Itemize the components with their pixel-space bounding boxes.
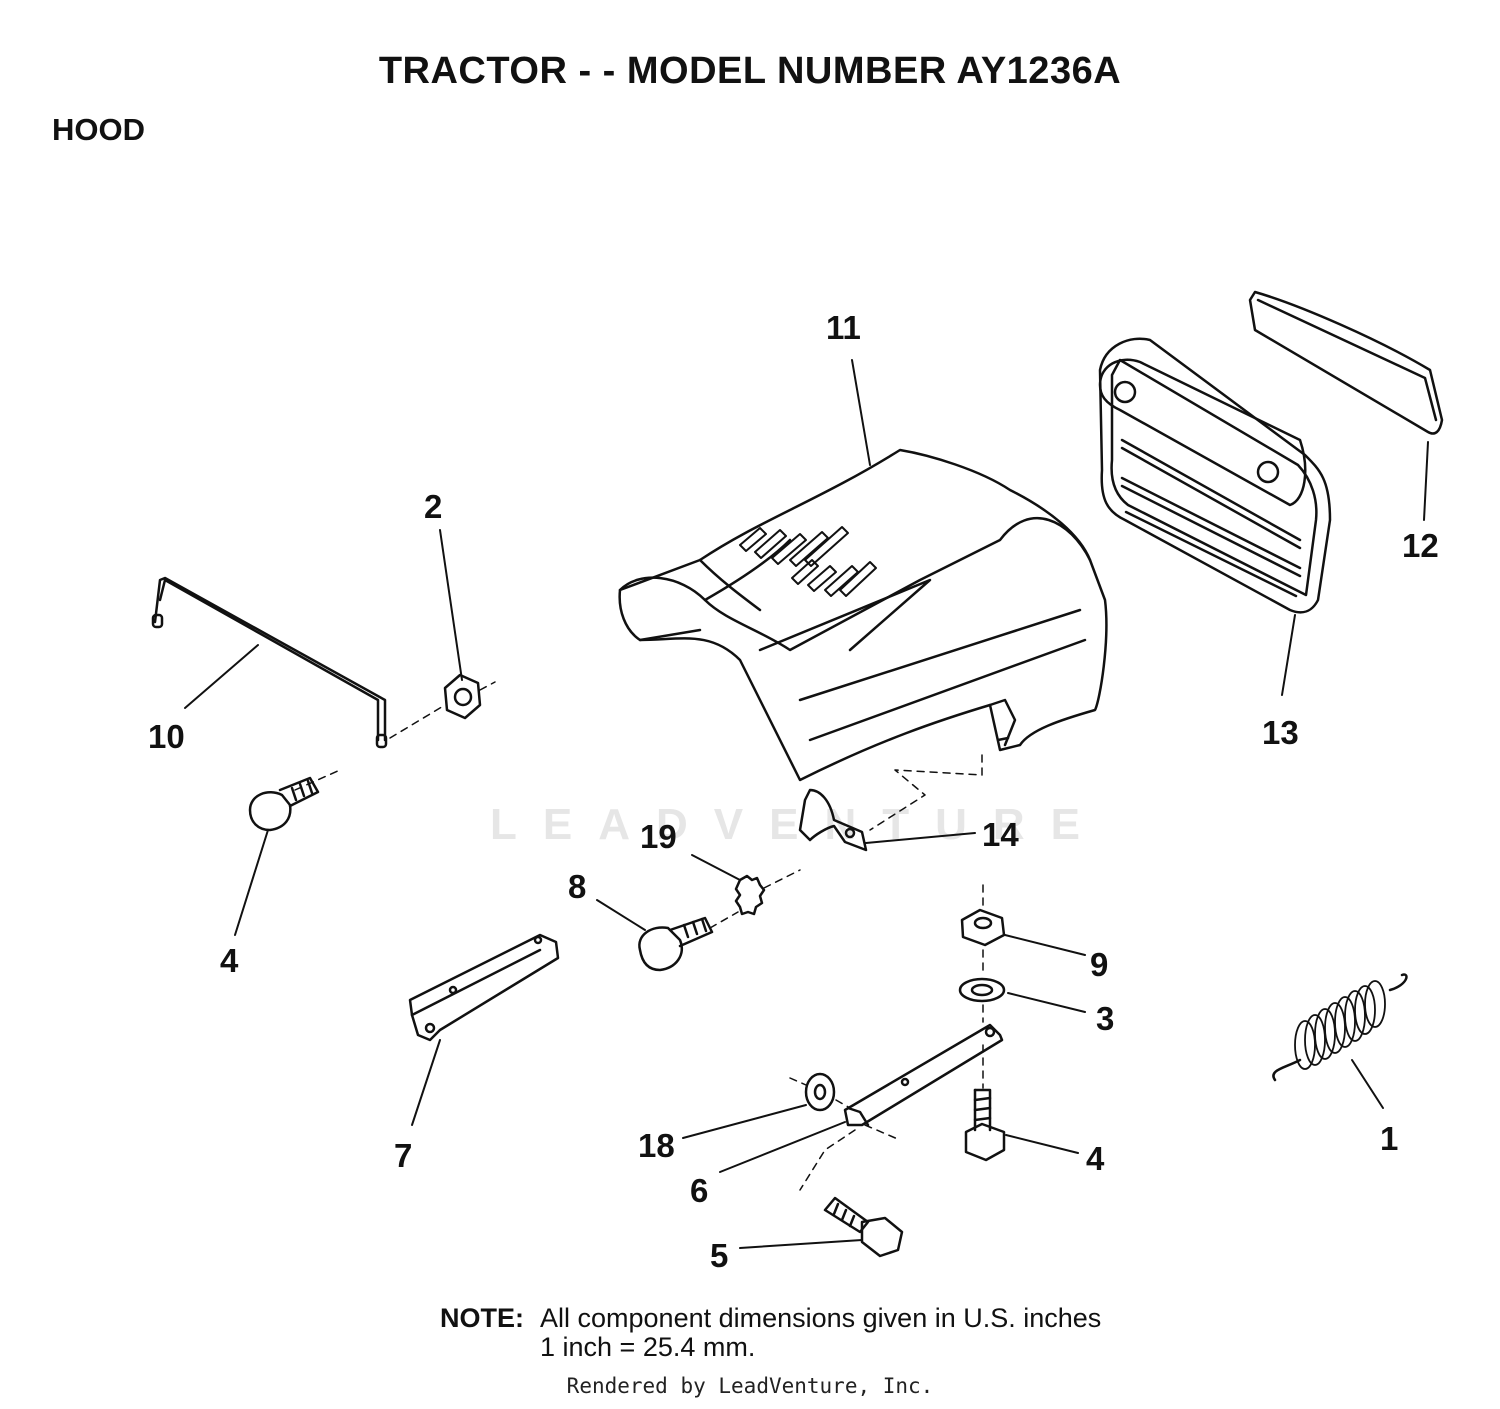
part-7-bracket: [408, 933, 560, 1042]
part-4-bolt-lower: [964, 1088, 1006, 1162]
part-19-star-washer: [734, 874, 766, 916]
part-14-bracket: [798, 788, 868, 852]
callout-7: 7: [394, 1137, 412, 1174]
note-line-1: All component dimensions given in U.S. i…: [540, 1303, 1102, 1333]
dimension-note: NOTE: All component dimensions given in U…: [440, 1304, 1101, 1362]
callout-4-lower: 4: [1086, 1140, 1105, 1177]
callout-11: 11: [826, 309, 861, 346]
part-3-washer: [958, 977, 1006, 1003]
callout-1: 1: [1380, 1120, 1398, 1157]
note-text: All component dimensions given in U.S. i…: [540, 1304, 1101, 1362]
callout-5: 5: [710, 1237, 728, 1274]
part-10-support-rod: [151, 576, 388, 749]
callout-18: 18: [638, 1127, 675, 1164]
part-6-link: [843, 1023, 1004, 1127]
assembly-lines: [294, 681, 984, 1191]
callout-19: 19: [640, 818, 677, 855]
part-13-grille: [1098, 337, 1332, 614]
footer-credit: Rendered by LeadVenture, Inc.: [566, 1374, 934, 1398]
part-1-spring: [1272, 973, 1408, 1082]
callout-14: 14: [982, 816, 1019, 853]
callout-6: 6: [690, 1172, 708, 1209]
callout-labels: 11 2 12 10 13 19 14 4 8 9 3 18 7 6 4 1 5: [148, 309, 1439, 1274]
part-11-hood: [618, 448, 1108, 782]
part-12-emblem: [1248, 290, 1444, 435]
callout-4-upper: 4: [220, 942, 239, 979]
part-4-bolt-upper: [248, 776, 320, 832]
watermark: LEADVENTURE: [490, 800, 1107, 849]
callout-13: 13: [1262, 714, 1299, 751]
callout-10: 10: [148, 718, 185, 755]
callout-3: 3: [1096, 1000, 1114, 1037]
part-18-washer: [804, 1072, 836, 1112]
note-line-2: 1 inch = 25.4 mm.: [540, 1332, 756, 1362]
part-5-bolt: [823, 1196, 904, 1258]
part-2-nut: [443, 673, 482, 720]
section-heading: HOOD: [52, 112, 145, 147]
callout-8: 8: [568, 868, 586, 905]
callout-12: 12: [1402, 527, 1439, 564]
callout-2: 2: [424, 488, 442, 525]
part-9-nut: [960, 908, 1006, 947]
note-label: NOTE:: [440, 1303, 524, 1333]
leader-lines: [184, 359, 1429, 1249]
part-8-flange-bolt: [638, 916, 714, 972]
page-title: TRACTOR - - MODEL NUMBER AY1236A: [378, 50, 1122, 92]
callout-9: 9: [1090, 946, 1108, 983]
